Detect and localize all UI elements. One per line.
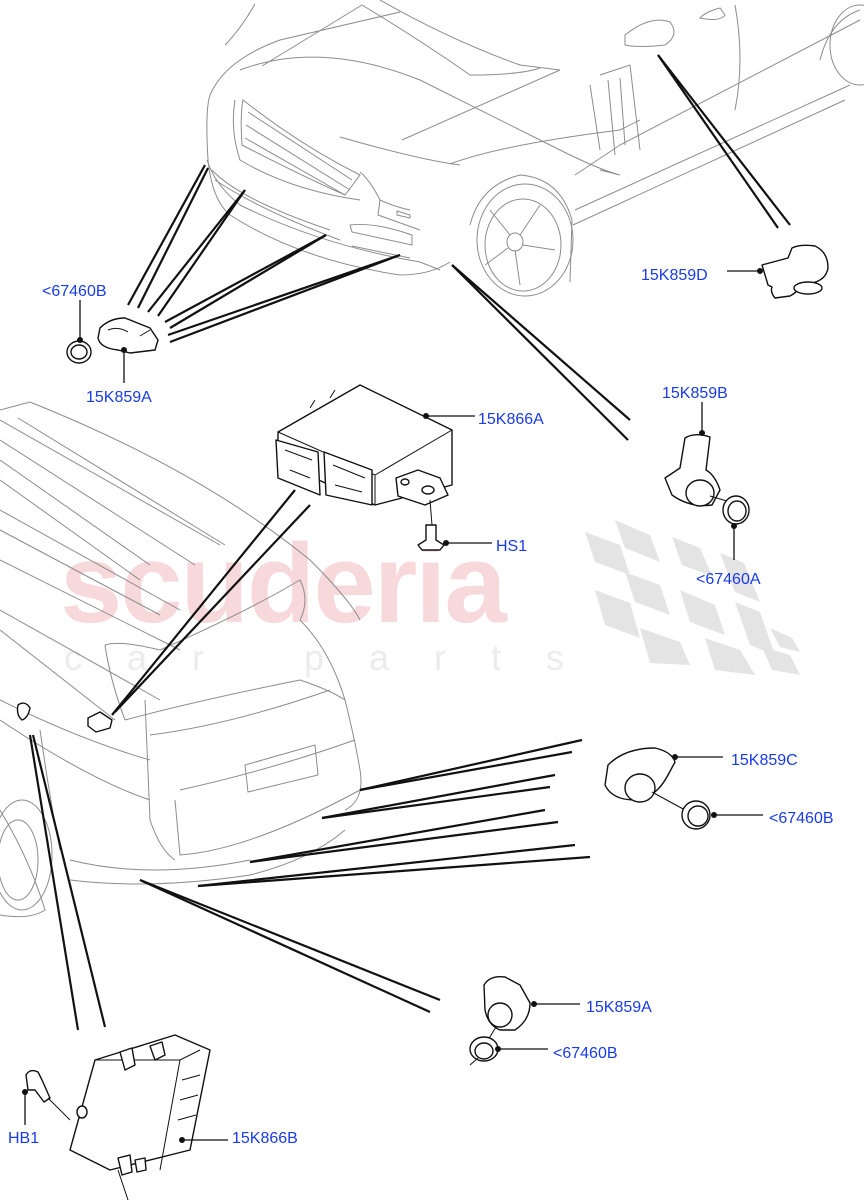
control-module-rear-icon [22, 1034, 228, 1200]
parking-sensor-front-left-icon [66, 300, 159, 383]
watermark-tagline: car parts [64, 637, 610, 678]
label-sensor-front-side[interactable]: 15K859D [641, 267, 708, 284]
front-vehicle-outline [206, 0, 864, 297]
rear-vehicle-outline [0, 401, 362, 918]
screw-hs1-icon [417, 499, 492, 551]
parking-sensor-rear-inner-icon [604, 747, 763, 830]
leader-lines [28, 54, 791, 1031]
label-grommet-rear-outer[interactable]: <67460B [553, 1045, 618, 1062]
label-grommet-rear-inner[interactable]: <67460B [769, 810, 834, 827]
label-screw-rear-module[interactable]: HB1 [8, 1130, 40, 1147]
parking-sensor-rear-outer-icon [469, 975, 580, 1066]
parking-sensor-side-icon [727, 244, 829, 299]
checkered-flag-icon [585, 520, 800, 675]
label-grommet-front-left[interactable]: <67460B [42, 283, 107, 300]
rear-module-mounted-icon [16, 702, 113, 733]
label-sensor-rear-outer[interactable]: 15K859A [586, 999, 652, 1016]
label-sensor-front-outer[interactable]: 15K859A [86, 389, 152, 406]
control-module-front-icon [275, 384, 475, 506]
label-sensor-rear-inner[interactable]: 15K859C [731, 752, 798, 769]
label-screw-front-module[interactable]: HS1 [496, 538, 528, 555]
label-grommet-front-inner[interactable]: <67460A [696, 571, 761, 588]
label-sensor-front-inner[interactable]: 15K859B [662, 385, 728, 402]
label-module-rear[interactable]: 15K866B [232, 1130, 298, 1147]
parking-sensor-front-inner-icon [664, 402, 750, 560]
label-module-front[interactable]: 15K866A [478, 411, 544, 428]
